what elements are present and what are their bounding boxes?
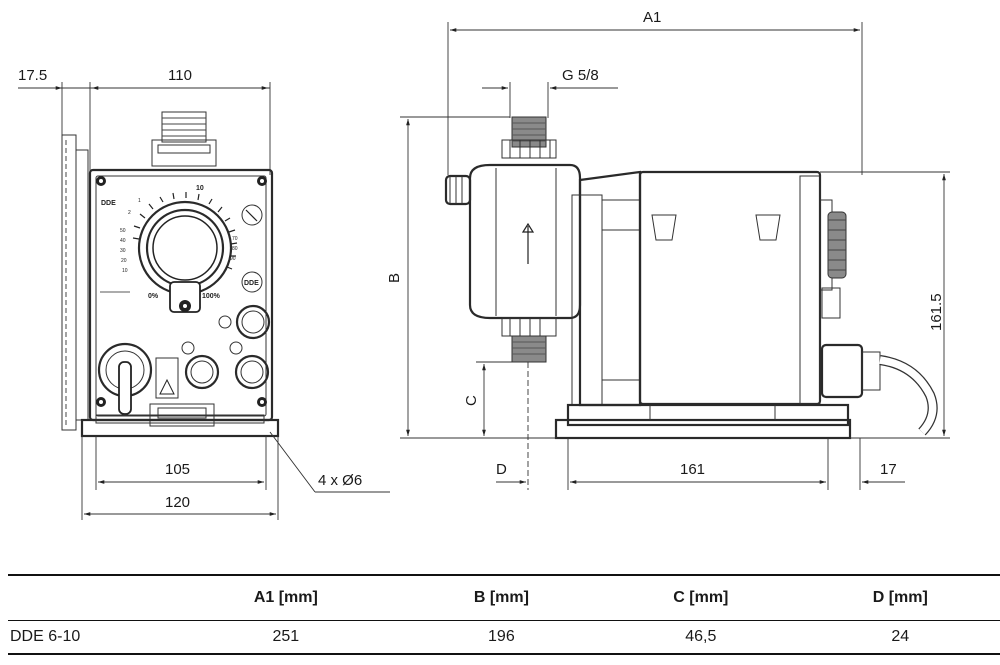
dim-holes: 4 x Ø6 bbox=[318, 472, 362, 489]
dim-side-height: 161.5 bbox=[928, 293, 945, 331]
model-label: DDE bbox=[101, 200, 116, 207]
header-a1: A1 [mm] bbox=[170, 574, 402, 621]
dim-base-length: 161 bbox=[680, 461, 705, 478]
dial-min-label: 0% bbox=[148, 293, 159, 300]
dim-inlet-height: C bbox=[463, 395, 480, 406]
cell-a1: 251 bbox=[170, 620, 402, 655]
svg-text:90: 90 bbox=[230, 256, 236, 262]
svg-text:2: 2 bbox=[128, 210, 131, 216]
cell-d: 24 bbox=[800, 620, 1000, 655]
dim-inlet-offset: D bbox=[496, 461, 507, 478]
dim-front-offset: 17.5 bbox=[18, 67, 47, 84]
svg-text:30: 30 bbox=[120, 248, 126, 254]
svg-text:1: 1 bbox=[138, 198, 141, 204]
cell-c: 46,5 bbox=[601, 620, 801, 655]
svg-text:50: 50 bbox=[120, 228, 126, 234]
dim-base-width: 120 bbox=[165, 494, 190, 511]
side-view: A1 G 5/8 B C bbox=[386, 9, 950, 490]
cell-b: 196 bbox=[401, 620, 602, 655]
svg-text:20: 20 bbox=[121, 258, 127, 264]
technical-drawing: 17.5 110 bbox=[18, 9, 950, 520]
svg-text:70: 70 bbox=[232, 236, 238, 242]
dim-hole-spacing: 105 bbox=[165, 461, 190, 478]
svg-text:10: 10 bbox=[122, 268, 128, 274]
dim-thread: G 5/8 bbox=[562, 67, 599, 84]
dim-front-width: 110 bbox=[168, 67, 192, 84]
svg-text:40: 40 bbox=[120, 238, 126, 244]
table-header-row: A1 [mm] B [mm] C [mm] D [mm] bbox=[8, 574, 1000, 621]
dim-height: B bbox=[386, 273, 403, 283]
dim-rear-offset: 17 bbox=[880, 461, 897, 478]
header-c: C [mm] bbox=[601, 574, 801, 621]
table-row: DDE 6-10 251 196 46,5 24 bbox=[8, 620, 1000, 655]
header-b: B [mm] bbox=[401, 574, 602, 621]
header-d: D [mm] bbox=[800, 574, 1000, 621]
front-view: 17.5 110 bbox=[18, 67, 390, 520]
dim-overall-length: A1 bbox=[643, 9, 661, 26]
badge-label: DDE bbox=[244, 280, 259, 287]
dial-max-label: 100% bbox=[202, 293, 221, 300]
header-model bbox=[8, 574, 170, 621]
cell-model: DDE 6-10 bbox=[8, 620, 170, 655]
dimension-table: A1 [mm] B [mm] C [mm] D [mm] DDE 6-10 25… bbox=[8, 574, 1000, 655]
svg-text:80: 80 bbox=[232, 246, 238, 252]
scale-max-label: 10 bbox=[196, 185, 204, 192]
